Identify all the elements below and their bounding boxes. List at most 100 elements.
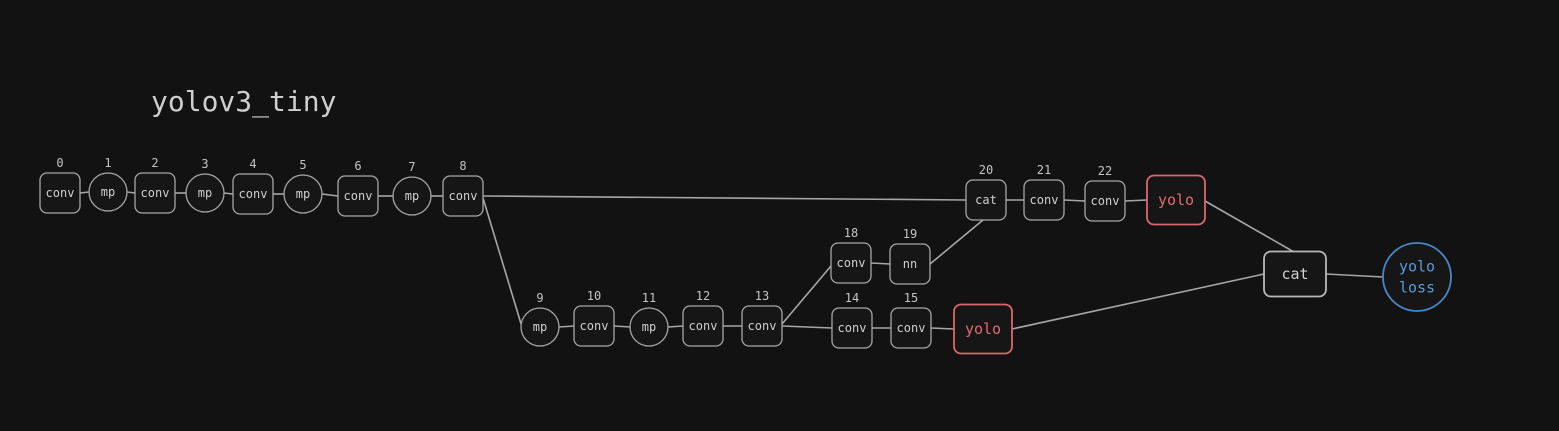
node-index-n3: 3 <box>201 157 208 171</box>
node-n15: conv 15 <box>890 291 932 349</box>
node-label-n1: mp <box>101 185 115 199</box>
node-n0: conv 0 <box>39 156 81 214</box>
node-shape-n2 <box>134 172 176 214</box>
node-label-n4: conv <box>239 187 268 201</box>
node-label-n6: conv <box>344 189 373 203</box>
node-label-n15: conv <box>897 321 926 335</box>
edge-n19-n20 <box>929 219 984 265</box>
node-shape-n1 <box>88 172 128 212</box>
node-label-n3: mp <box>198 186 212 200</box>
node-shape-yolo_a <box>1146 174 1206 226</box>
diagram-title: yolov3_tiny <box>151 85 336 119</box>
node-n12: conv 12 <box>682 289 724 347</box>
node-index-n2: 2 <box>151 156 158 170</box>
node-shape-n15 <box>890 307 932 349</box>
nodes-layer: conv 0 mp 1 conv 2 mp 3 conv 4 mp 5 conv 6 mp 7 conv 8 mp9… <box>39 156 1452 355</box>
node-shape-yolo_b <box>953 303 1013 355</box>
edge-n18-n19 <box>870 262 891 265</box>
node-index-n10: 10 <box>587 289 601 303</box>
edge-cat_final-loss <box>1325 273 1384 278</box>
edge-yolo_b-cat_final <box>1011 273 1265 330</box>
edge-n13-n18 <box>781 265 832 325</box>
node-label-n10: conv <box>580 319 609 333</box>
node-n18: conv 18 <box>830 226 872 284</box>
node-shape-cat_final <box>1263 250 1327 298</box>
edge-n5-n6 <box>321 193 339 197</box>
node-shape-n3 <box>185 173 225 213</box>
node-n9: mp9 <box>520 291 560 347</box>
node-index-n11: 11 <box>642 291 656 305</box>
node-shape-n19 <box>889 243 931 285</box>
node-index-n5: 5 <box>299 158 306 172</box>
node-shape-n13 <box>741 305 783 347</box>
node-label-n22: conv <box>1091 194 1120 208</box>
node-index-n7: 7 <box>408 160 415 174</box>
node-index-n6: 6 <box>354 159 361 173</box>
node-n2: conv 2 <box>134 156 176 214</box>
edge-n0-n1 <box>79 191 90 194</box>
node-label-yolo_a: yolo <box>1158 191 1194 209</box>
edge-n13-n14 <box>781 325 833 329</box>
node-n22: conv 22 <box>1084 164 1126 222</box>
node-shape-n9 <box>520 307 560 347</box>
node-shape-loss <box>1382 242 1452 312</box>
node-index-n18: 18 <box>844 226 858 240</box>
node-cat_final: cat <box>1263 250 1327 298</box>
node-index-n8: 8 <box>459 159 466 173</box>
node-label-cat_final: cat <box>1281 265 1308 283</box>
node-index-n12: 12 <box>696 289 710 303</box>
node-label-n12: conv <box>689 319 718 333</box>
node-label-n7: mp <box>405 189 419 203</box>
node-index-n21: 21 <box>1037 163 1051 177</box>
node-label-n18: conv <box>837 256 866 270</box>
node-label-n11: mp <box>642 320 656 334</box>
node-index-n4: 4 <box>249 157 256 171</box>
node-label-n2: conv <box>141 186 170 200</box>
node-n21: conv 21 <box>1023 163 1065 221</box>
node-label-yolo_b: yolo <box>965 320 1001 338</box>
node-index-n0: 0 <box>56 156 63 170</box>
node-shape-n11 <box>629 307 669 347</box>
edge-n10-n11 <box>613 325 631 328</box>
node-label-n5: mp <box>296 187 310 201</box>
edge-n8-n9 <box>482 197 523 328</box>
node-label-loss-0: yolo <box>1399 258 1435 276</box>
node-n7: mp 7 <box>392 160 432 216</box>
edge-n1-n2 <box>126 191 136 194</box>
node-index-n22: 22 <box>1098 164 1112 178</box>
edge-n3-n4 <box>223 192 234 195</box>
node-n11: mp 11 <box>629 291 669 347</box>
node-shape-n18 <box>830 242 872 284</box>
node-index-n20: 20 <box>979 163 993 177</box>
node-n13: conv 13 <box>741 289 783 347</box>
edge-n22-yolo_a <box>1124 199 1148 202</box>
node-index-n14: 14 <box>845 291 859 305</box>
node-label-n14: conv <box>838 321 867 335</box>
node-label-loss-1: loss <box>1399 279 1435 297</box>
node-label-n13: conv <box>748 319 777 333</box>
node-loss: yolo loss <box>1382 242 1452 312</box>
node-shape-n12 <box>682 305 724 347</box>
node-index-n13: 13 <box>755 289 769 303</box>
node-n5: mp 5 <box>283 158 323 214</box>
node-shape-n10 <box>573 305 615 347</box>
node-shape-n8 <box>442 175 484 217</box>
node-label-n21: conv <box>1030 193 1059 207</box>
node-label-n0: conv <box>46 186 75 200</box>
node-label-n9: mp <box>533 320 547 334</box>
node-shape-n21 <box>1023 179 1065 221</box>
node-n3: mp 3 <box>185 157 225 213</box>
node-n14: conv 14 <box>831 291 873 349</box>
node-shape-n14 <box>831 307 873 349</box>
node-index-n1: 1 <box>104 156 111 170</box>
node-index-n15: 15 <box>904 291 918 305</box>
node-shape-n20 <box>965 179 1007 221</box>
node-label-n20: cat <box>975 193 997 207</box>
node-index-n19: 19 <box>903 227 917 241</box>
node-n4: conv 4 <box>232 157 274 215</box>
node-shape-n7 <box>392 176 432 216</box>
node-label-n19: nn <box>903 257 917 271</box>
node-yolo_b: yolo <box>953 303 1013 355</box>
node-yolo_a: yolo <box>1146 174 1206 226</box>
